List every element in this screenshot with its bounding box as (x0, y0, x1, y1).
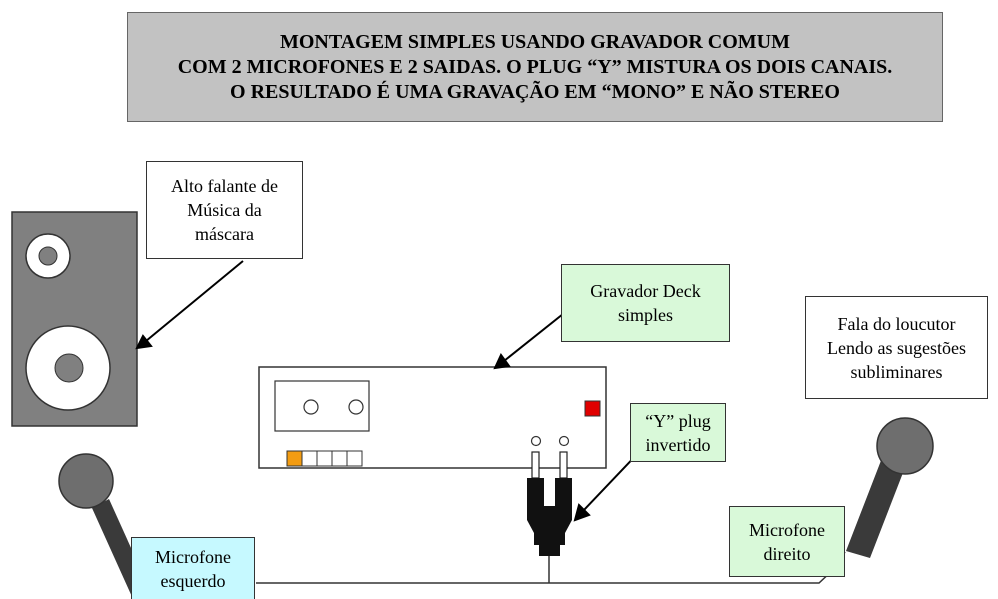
speaker-woofer-center (54, 353, 84, 383)
record-led (584, 400, 601, 417)
speaker-label-line-3: máscara (195, 224, 254, 244)
output-jack-left (530, 435, 542, 447)
title-line-3: O RESULTADO É UMA GRAVAÇÃO EM “MONO” E N… (230, 80, 840, 103)
y-plug-label: “Y” plug invertido (630, 403, 726, 462)
title-banner: MONTAGEM SIMPLES USANDO GRAVADOR COMUM C… (127, 12, 943, 122)
announcer-label-line-2: Lendo as sugestões (827, 337, 966, 358)
title-line-1: MONTAGEM SIMPLES USANDO GRAVADOR COMUM (279, 30, 791, 53)
announcer-label-line-1: Fala do loucutor (837, 313, 956, 334)
mic-left-label: Microfone esquerdo (131, 537, 255, 599)
arrow-to-speaker-line (145, 260, 244, 342)
announcer-label: Fala do loucutor Lendo as sugestões subl… (805, 296, 988, 399)
title-line-2: COM 2 MICROFONES E 2 SAIDAS. O PLUG “Y” … (177, 55, 893, 78)
output-jack-right (558, 435, 570, 447)
deck-button-5 (346, 450, 363, 467)
left-mic-head (58, 453, 114, 509)
y-plug-label-line-1: “Y” plug (645, 410, 711, 431)
y-plug-pin-left (531, 451, 540, 479)
loudspeaker (11, 211, 138, 427)
arrow-to-plug-head (573, 503, 591, 522)
mic-right-label-line-2: direito (763, 543, 811, 564)
speaker-label-line-2: Música da (187, 200, 262, 220)
mic-right-label-line-1: Microfone (749, 519, 825, 540)
mic-left-label-line-1: Microfone (155, 546, 231, 567)
deck-button-3 (316, 450, 333, 467)
reel-left (303, 399, 319, 415)
speaker-tweeter-center (38, 246, 58, 266)
mic-left-label-line-2: esquerdo (160, 570, 226, 591)
deck-button-2 (301, 450, 318, 467)
reel-right (348, 399, 364, 415)
deck-button-4 (331, 450, 348, 467)
right-mic-handle (846, 458, 906, 558)
arrow-to-speaker-head (135, 334, 153, 350)
y-plug-body (527, 478, 572, 545)
arrow-to-deck-line (503, 309, 569, 362)
tape-deck (258, 366, 607, 469)
recorder-label-line-1: Gravador Deck (590, 281, 701, 301)
recorder-label: Gravador Deck simples (561, 264, 730, 342)
pointer-arrows (135, 260, 644, 522)
deck-button-1 (286, 450, 303, 467)
announcer-label-line-3: subliminares (850, 361, 943, 382)
y-plug (527, 451, 572, 556)
y-plug-tip (539, 545, 560, 556)
speaker-label-line-1: Alto falante de (171, 176, 278, 196)
right-microphone (846, 417, 934, 558)
recorder-label-line-2: simples (617, 305, 673, 325)
mic-right-label: Microfone direito (729, 506, 845, 577)
y-plug-label-line-2: invertido (645, 434, 711, 455)
speaker-label: Alto falante de Música da máscara (146, 161, 303, 259)
y-plug-pin-right (559, 451, 568, 479)
right-mic-head (876, 417, 934, 475)
arrow-to-deck-head (493, 353, 511, 370)
